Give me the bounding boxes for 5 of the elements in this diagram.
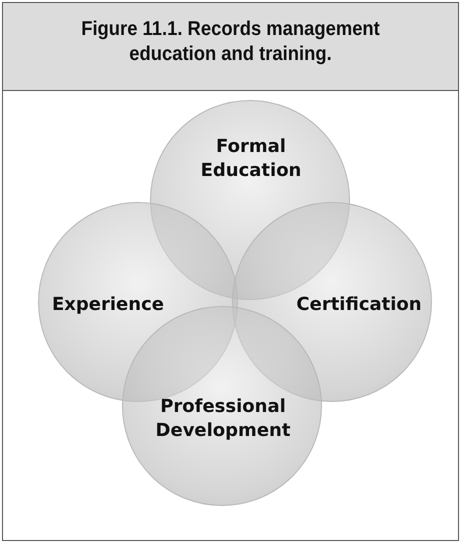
circle-label: Experience <box>51 293 165 317</box>
circle-label: Certification <box>295 293 423 317</box>
circle-label: Professional Development <box>154 395 292 443</box>
circle-label: Formal Education <box>200 135 302 183</box>
figure-title: Figure 11.1. Records management education and training. <box>80 17 381 67</box>
